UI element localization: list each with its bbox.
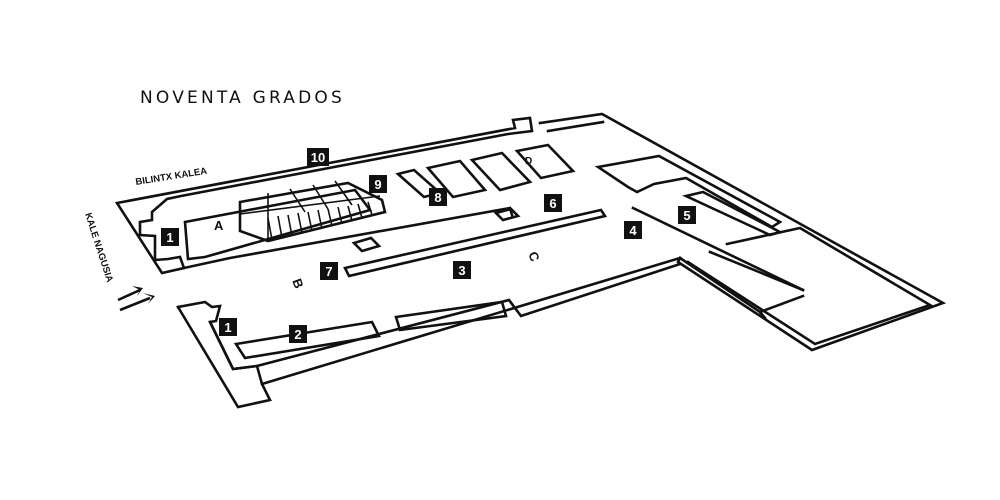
marker-9[interactable]: 9	[369, 175, 387, 193]
zone-label-d: D	[525, 156, 532, 167]
marker-5[interactable]: 5	[678, 206, 696, 224]
svg-text:1: 1	[166, 230, 173, 245]
svg-text:7: 7	[325, 264, 332, 279]
zone-label-c: C	[525, 250, 543, 265]
marker-3[interactable]: 3	[453, 261, 471, 279]
marker-6[interactable]: 6	[544, 194, 562, 212]
svg-text:4: 4	[629, 223, 637, 238]
marker-10[interactable]: 10	[307, 148, 329, 166]
street-label-top: BILINTX KALEA	[135, 166, 208, 188]
marker-1-bottom[interactable]: 1	[219, 318, 237, 336]
marker-7[interactable]: 7	[320, 262, 338, 280]
marker-4[interactable]: 4	[624, 221, 642, 239]
double-arrow-icon	[117, 286, 155, 312]
svg-text:1: 1	[224, 320, 231, 335]
zone-label-b: B	[289, 277, 306, 291]
street-label-left: KALE NAGUSIA	[82, 212, 115, 284]
marker-2[interactable]: 2	[289, 325, 307, 343]
map-title: NOVENTA GRADOS	[140, 88, 345, 108]
svg-text:3: 3	[458, 263, 465, 278]
zone-label-a: A	[214, 218, 224, 233]
svg-text:8: 8	[434, 190, 441, 205]
marker-8[interactable]: 8	[429, 188, 447, 206]
svg-text:9: 9	[374, 177, 381, 192]
svg-text:2: 2	[294, 327, 301, 342]
svg-text:5: 5	[683, 208, 690, 223]
svg-text:6: 6	[549, 196, 556, 211]
outer-walls	[114, 112, 947, 409]
interior-walls	[183, 143, 934, 360]
marker-1-top[interactable]: 1	[161, 228, 179, 246]
svg-text:10: 10	[311, 150, 325, 165]
